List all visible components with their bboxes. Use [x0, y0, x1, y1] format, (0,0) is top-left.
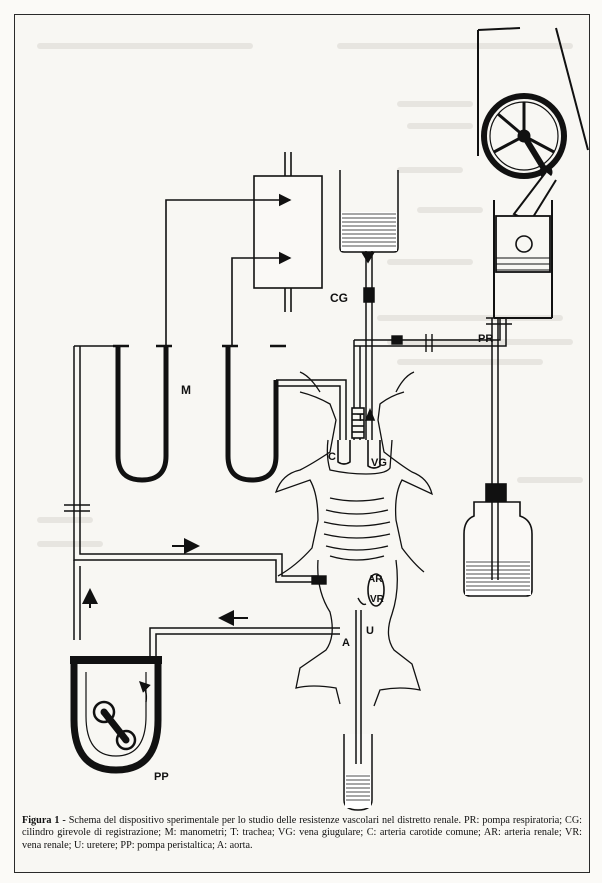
label-trachea: T [357, 412, 364, 424]
respiratory-pump [478, 28, 588, 318]
label-renal-artery: AR [368, 574, 383, 585]
caption-text: Schema del dispositivo sperimentale per … [22, 815, 582, 851]
test-tube [344, 734, 372, 810]
infusion-reservoir [340, 170, 398, 302]
label-manometers: M [181, 383, 191, 397]
label-renal-vein: VR [370, 594, 385, 605]
label-aorta: A [342, 637, 350, 649]
label-ureter: U [366, 625, 374, 637]
manometer-left [113, 346, 172, 480]
manometer-right [222, 346, 286, 480]
label-jugular-vein: VG [371, 457, 387, 469]
figure-caption: Figura 1 - Schema del dispositivo sperim… [22, 815, 582, 852]
tube-connectors [64, 318, 512, 584]
label-respiratory-pump: PR [478, 333, 493, 345]
caption-lead: Figura 1 - [22, 815, 66, 826]
recording-cylinder [254, 152, 322, 312]
water-bottle [464, 484, 532, 596]
label-carotid: C [328, 451, 336, 463]
label-peristaltic-pump: PP [154, 771, 169, 783]
peristaltic-pump [70, 660, 162, 770]
perfusion-tubing [74, 250, 506, 740]
label-recording-cylinder: CG [330, 291, 348, 305]
flow-arrows [90, 546, 248, 618]
